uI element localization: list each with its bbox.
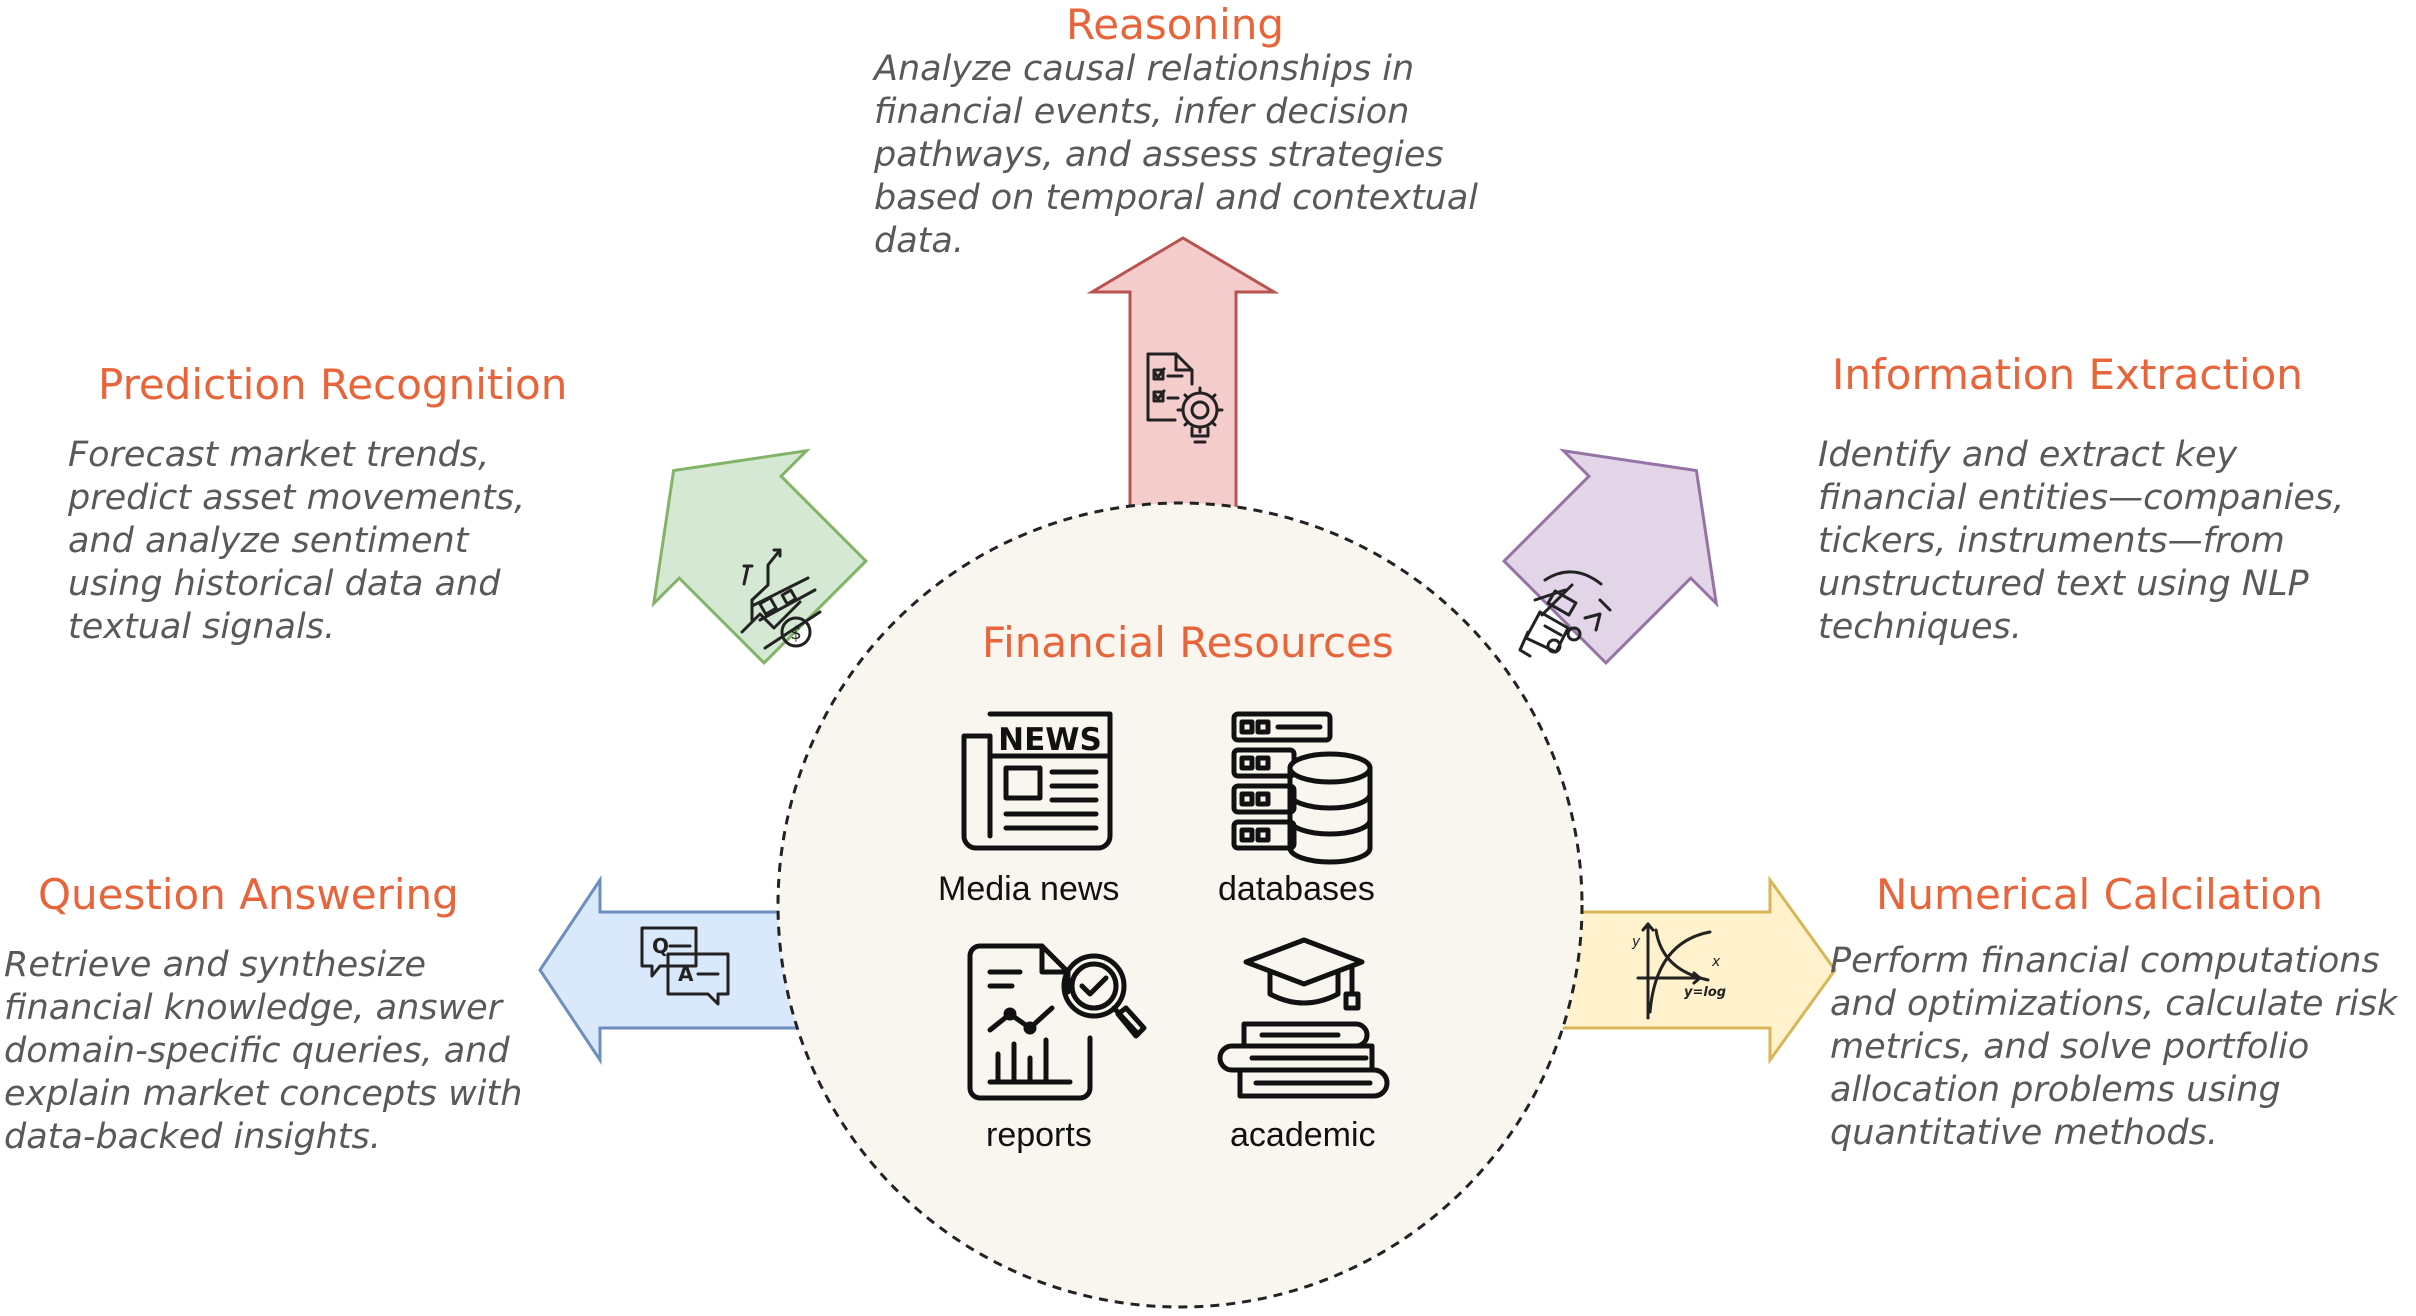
graph-icon-formula-glyph: y=log: [1684, 985, 1726, 1000]
extraction-title: Information Extraction: [1832, 350, 2303, 399]
graduation-books-icon: [1217, 937, 1390, 1099]
log-graph-icon: y x y=log: [1631, 922, 1726, 1020]
prediction-line: using historical data and: [68, 564, 501, 604]
prediction-title: Prediction Recognition: [98, 360, 568, 409]
prediction-line: and analyze sentiment: [68, 521, 469, 561]
resource-label-academic: academic: [1230, 1116, 1376, 1154]
qa-title: Question Answering: [38, 870, 459, 919]
numerical-line: allocation problems using: [1830, 1070, 2281, 1110]
reasoning-line: data.: [874, 221, 964, 261]
numerical-line: quantitative methods.: [1830, 1113, 2218, 1153]
graph-icon-x-glyph: x: [1711, 954, 1721, 970]
extraction-line: unstructured text using NLP: [1818, 564, 2309, 604]
resource-label-media-news: Media news: [938, 870, 1120, 908]
prediction-line: predict asset movements,: [68, 478, 526, 518]
qa-arrow: [538, 875, 802, 1065]
qa-line: Retrieve and synthesize: [4, 945, 426, 985]
qa-line: data-backed insights.: [4, 1117, 381, 1157]
numerical-line: and optimizations, calculate risk: [1830, 984, 2398, 1024]
graph-icon-y-glyph: y: [1631, 934, 1641, 950]
numerical-line: Perform financial computations: [1830, 941, 2380, 981]
resource-label-reports: reports: [986, 1116, 1092, 1154]
numerical-description: Perform financial computations and optim…: [1830, 940, 2397, 1155]
qa-icon-q-glyph: Q: [652, 934, 669, 958]
reasoning-description: Analyze causal relationships in financia…: [874, 48, 1478, 263]
financial-resources-title: Financial Resources: [982, 618, 1394, 667]
qa-chat-icon: Q A: [640, 926, 730, 1006]
extraction-description: Identify and extract key financial entit…: [1818, 434, 2344, 649]
qa-line: financial knowledge, answer: [4, 988, 503, 1028]
prediction-arrow: [651, 448, 869, 666]
financial-resources-circle: [776, 501, 1584, 1309]
numerical-arrow: [1558, 875, 1837, 1065]
extraction-line: financial entities—companies,: [1818, 478, 2345, 518]
qa-line: explain market concepts with: [4, 1074, 523, 1114]
svg-text:$: $: [790, 623, 801, 644]
extraction-line: techniques.: [1818, 607, 2022, 647]
reasoning-line: Analyze causal relationships in: [874, 49, 1415, 89]
reasoning-arrow: [1086, 236, 1280, 522]
resource-label-databases: databases: [1218, 870, 1375, 908]
qa-description: Retrieve and synthesize financial knowle…: [4, 944, 522, 1159]
reasoning-line: pathways, and assess strategies: [874, 135, 1444, 175]
database-server-icon: [1231, 711, 1373, 865]
newspaper-icon-text: NEWS: [998, 722, 1102, 758]
numerical-line: metrics, and solve portfolio: [1830, 1027, 2310, 1067]
trend-coin-icon: $: [740, 548, 822, 650]
mining-cart-icon: [1518, 570, 1612, 658]
newspaper-icon: NEWS: [961, 711, 1113, 851]
report-analysis-icon: [967, 943, 1147, 1101]
prediction-description: Forecast market trends, predict asset mo…: [68, 434, 525, 649]
prediction-line: textual signals.: [68, 607, 336, 647]
extraction-line: tickers, instruments—from: [1818, 521, 2285, 561]
reasoning-title: Reasoning: [1066, 0, 1285, 49]
prediction-line: Forecast market trends,: [68, 435, 490, 475]
checklist-gear-icon: [1146, 352, 1224, 444]
reasoning-line: based on temporal and contextual: [874, 178, 1479, 218]
qa-icon-a-glyph: A: [678, 962, 694, 986]
qa-line: domain-specific queries, and: [4, 1031, 510, 1071]
extraction-line: Identify and extract key: [1818, 435, 2238, 475]
numerical-title: Numerical Calcilation: [1876, 870, 2323, 919]
reasoning-line: financial events, infer decision: [874, 92, 1410, 132]
